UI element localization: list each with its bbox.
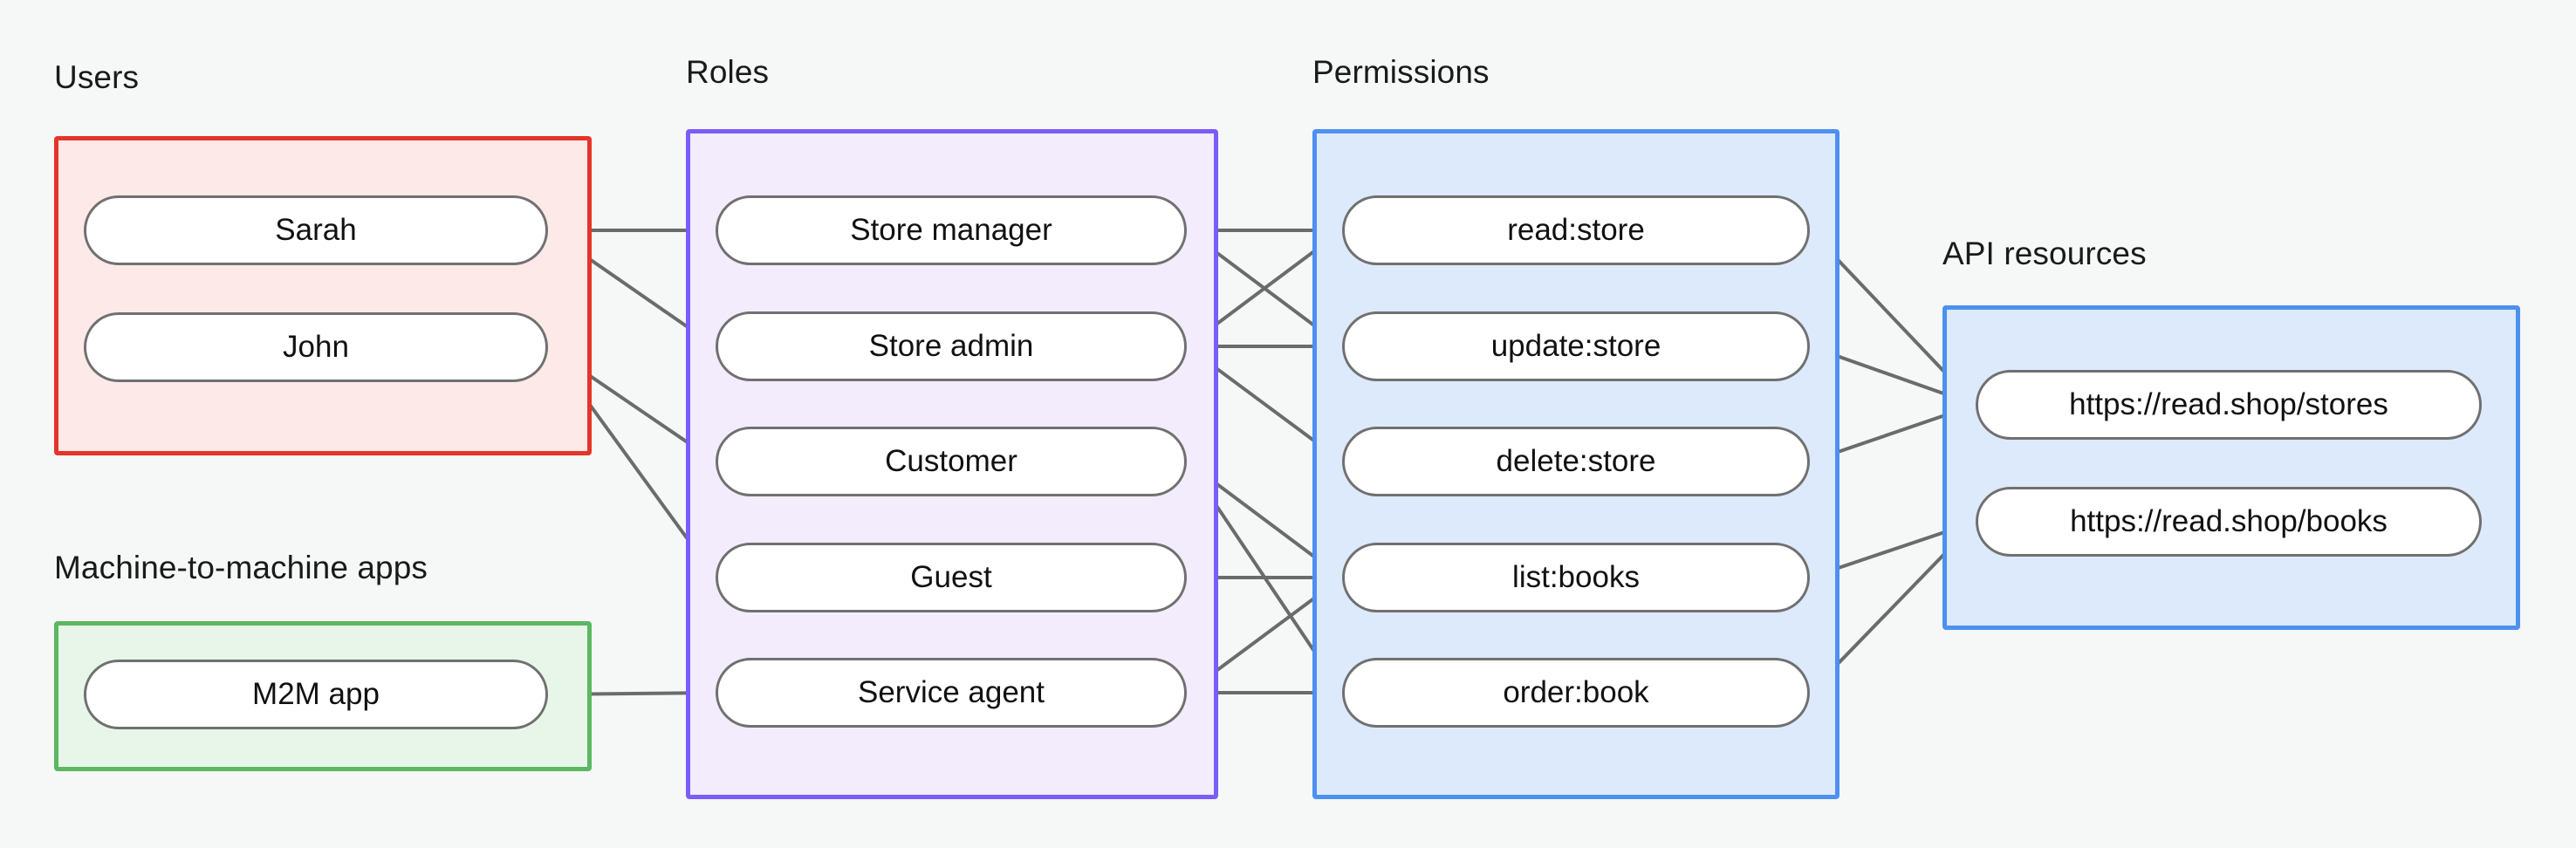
node-read-store[interactable]: read:store xyxy=(1342,195,1810,265)
group-title-api-resources: API resources xyxy=(1942,236,2147,271)
node-store-manager[interactable]: Store manager xyxy=(716,195,1187,265)
node-service-agent[interactable]: Service agent xyxy=(716,658,1187,728)
node-john[interactable]: John xyxy=(84,312,548,382)
node-customer[interactable]: Customer xyxy=(716,427,1187,496)
node-list-books[interactable]: list:books xyxy=(1342,543,1810,612)
group-title-permissions: Permissions xyxy=(1312,54,1490,90)
group-title-roles: Roles xyxy=(686,54,770,90)
group-box-api-resources xyxy=(1942,305,2520,630)
node-delete-store[interactable]: delete:store xyxy=(1342,427,1810,496)
group-title-m2m: Machine-to-machine apps xyxy=(54,550,428,585)
node-res-books[interactable]: https://read.shop/books xyxy=(1976,487,2482,557)
node-sarah[interactable]: Sarah xyxy=(84,195,548,265)
node-m2m-app[interactable]: M2M app xyxy=(84,660,548,729)
node-guest[interactable]: Guest xyxy=(716,543,1187,612)
group-box-users xyxy=(54,136,592,455)
node-order-book[interactable]: order:book xyxy=(1342,658,1810,728)
node-res-stores[interactable]: https://read.shop/stores xyxy=(1976,370,2482,440)
group-title-users: Users xyxy=(54,59,140,95)
node-store-admin[interactable]: Store admin xyxy=(716,311,1187,381)
node-update-store[interactable]: update:store xyxy=(1342,311,1810,381)
